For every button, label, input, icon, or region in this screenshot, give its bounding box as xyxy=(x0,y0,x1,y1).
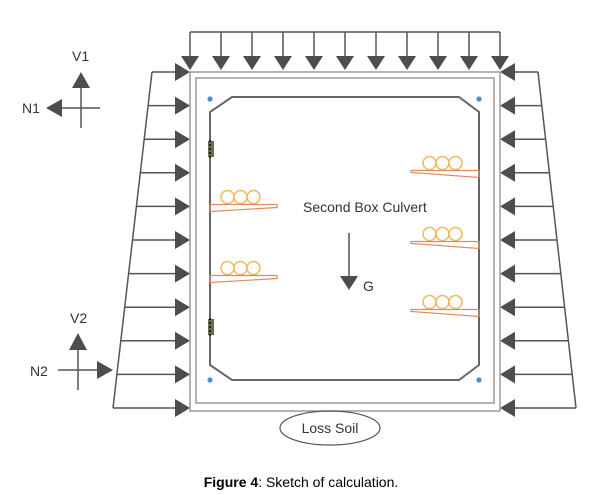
top-load-arrow-head xyxy=(305,56,323,70)
rebar-circle xyxy=(220,189,235,205)
axes-bottom xyxy=(58,333,113,390)
n1-label: N1 xyxy=(22,100,40,116)
right-load-arrow-head xyxy=(500,231,515,249)
anchor-dot xyxy=(476,377,482,383)
left-load-arrow-head xyxy=(175,365,190,384)
n1-arrow-head xyxy=(46,99,62,117)
v1-label: V1 xyxy=(72,48,89,64)
loss-soil-label: Loss Soil xyxy=(302,420,359,436)
rebar-group xyxy=(410,294,480,318)
n2-label: N2 xyxy=(30,363,48,379)
rebar-bar xyxy=(410,240,480,250)
rebar-circle xyxy=(448,294,463,310)
left-load-arrow-head xyxy=(175,96,190,115)
top-load-arrow-head xyxy=(429,56,447,70)
rebar-bar xyxy=(410,308,480,318)
rebar-bar xyxy=(410,169,480,179)
anchor-dot xyxy=(207,377,213,383)
rebar-group xyxy=(209,260,278,284)
rebar-circle xyxy=(233,189,248,205)
right-load-arrow-head xyxy=(500,365,515,384)
top-load-arrow-head xyxy=(181,56,199,70)
right-load-arrow-head xyxy=(500,197,515,216)
gravity-label: G xyxy=(363,278,374,294)
anchor-dot xyxy=(207,96,213,102)
right-load-arrow-head xyxy=(500,163,515,182)
rebar-groups xyxy=(209,155,480,318)
rebar-circle xyxy=(422,155,437,171)
top-load-arrow-head xyxy=(336,56,354,70)
left-load-arrow-head xyxy=(175,163,190,182)
rebar-circle xyxy=(422,294,437,310)
top-load-arrow-head xyxy=(367,56,385,70)
figure-caption: Figure 4: Sketch of calculation. xyxy=(0,474,602,490)
joint-marker xyxy=(208,140,214,158)
top-load-arrows xyxy=(181,31,509,70)
left-load-arrow-head xyxy=(175,331,190,350)
v2-label: V2 xyxy=(70,310,87,326)
right-load-arrow-head xyxy=(500,298,515,317)
left-load-arrow-head xyxy=(175,231,190,249)
loss-soil-ellipse xyxy=(279,410,381,446)
rebar-circle xyxy=(448,155,463,171)
left-load-arrow-head xyxy=(175,399,190,417)
rebar-circle xyxy=(435,226,450,242)
top-load-arrow-head xyxy=(243,56,261,70)
joint-marker xyxy=(208,318,214,336)
v1-arrow-head xyxy=(72,72,90,88)
axes-top xyxy=(46,72,100,128)
rebar-circle xyxy=(246,189,261,205)
rebar-circle xyxy=(220,260,235,276)
left-load-arrow-head xyxy=(175,197,190,216)
gravity-arrow-head xyxy=(340,276,358,290)
right-load-arrow-head xyxy=(500,63,515,81)
rebar-circle xyxy=(422,226,437,242)
top-load-arrow-head xyxy=(274,56,292,70)
right-load-arrow-head xyxy=(500,96,515,115)
rebar-circle xyxy=(246,260,261,276)
left-load-arrow-head xyxy=(175,130,190,149)
rebar-group xyxy=(410,155,480,179)
anchor-dot xyxy=(476,96,482,102)
top-load-arrow-head xyxy=(460,56,478,70)
right-load-arrows xyxy=(500,63,577,417)
left-load-arrow-head xyxy=(175,63,190,81)
left-load-arrow-head xyxy=(175,264,190,283)
culvert-inner-wall xyxy=(195,77,495,404)
v2-arrow-head xyxy=(69,333,87,350)
rebar-bar xyxy=(209,203,278,213)
top-load-arrow-head xyxy=(491,56,509,70)
culvert-opening xyxy=(209,96,480,381)
right-load-arrow-head xyxy=(500,331,515,350)
rebar-group xyxy=(209,189,278,213)
right-load-arrow-head xyxy=(500,399,515,417)
rebar-circle xyxy=(435,155,450,171)
rebar-bar xyxy=(209,274,278,284)
caption-text: : Sketch of calculation. xyxy=(258,474,399,490)
culvert-box xyxy=(189,71,501,412)
anchor-dots xyxy=(207,96,482,383)
top-load-arrow-head xyxy=(398,56,416,70)
top-load-arrow-head xyxy=(212,56,230,70)
gravity-arrow xyxy=(340,233,358,290)
left-load-arrow-head xyxy=(175,298,190,317)
right-load-arrow-head xyxy=(500,264,515,283)
rebar-group xyxy=(410,226,480,250)
joint-markers xyxy=(208,140,214,336)
culvert-outer-wall xyxy=(189,71,501,412)
rebar-circle xyxy=(435,294,450,310)
left-load-arrows xyxy=(112,63,190,417)
right-load-arrow-head xyxy=(500,130,515,149)
rebar-circle xyxy=(233,260,248,276)
n2-arrow-head xyxy=(97,361,113,379)
culvert-title: Second Box Culvert xyxy=(303,199,427,215)
rebar-circle xyxy=(448,226,463,242)
caption-label: Figure 4 xyxy=(203,474,259,490)
box-culvert-diagram: G Second Box Culvert V1 N1 V2 N2 Loss So… xyxy=(22,31,577,446)
